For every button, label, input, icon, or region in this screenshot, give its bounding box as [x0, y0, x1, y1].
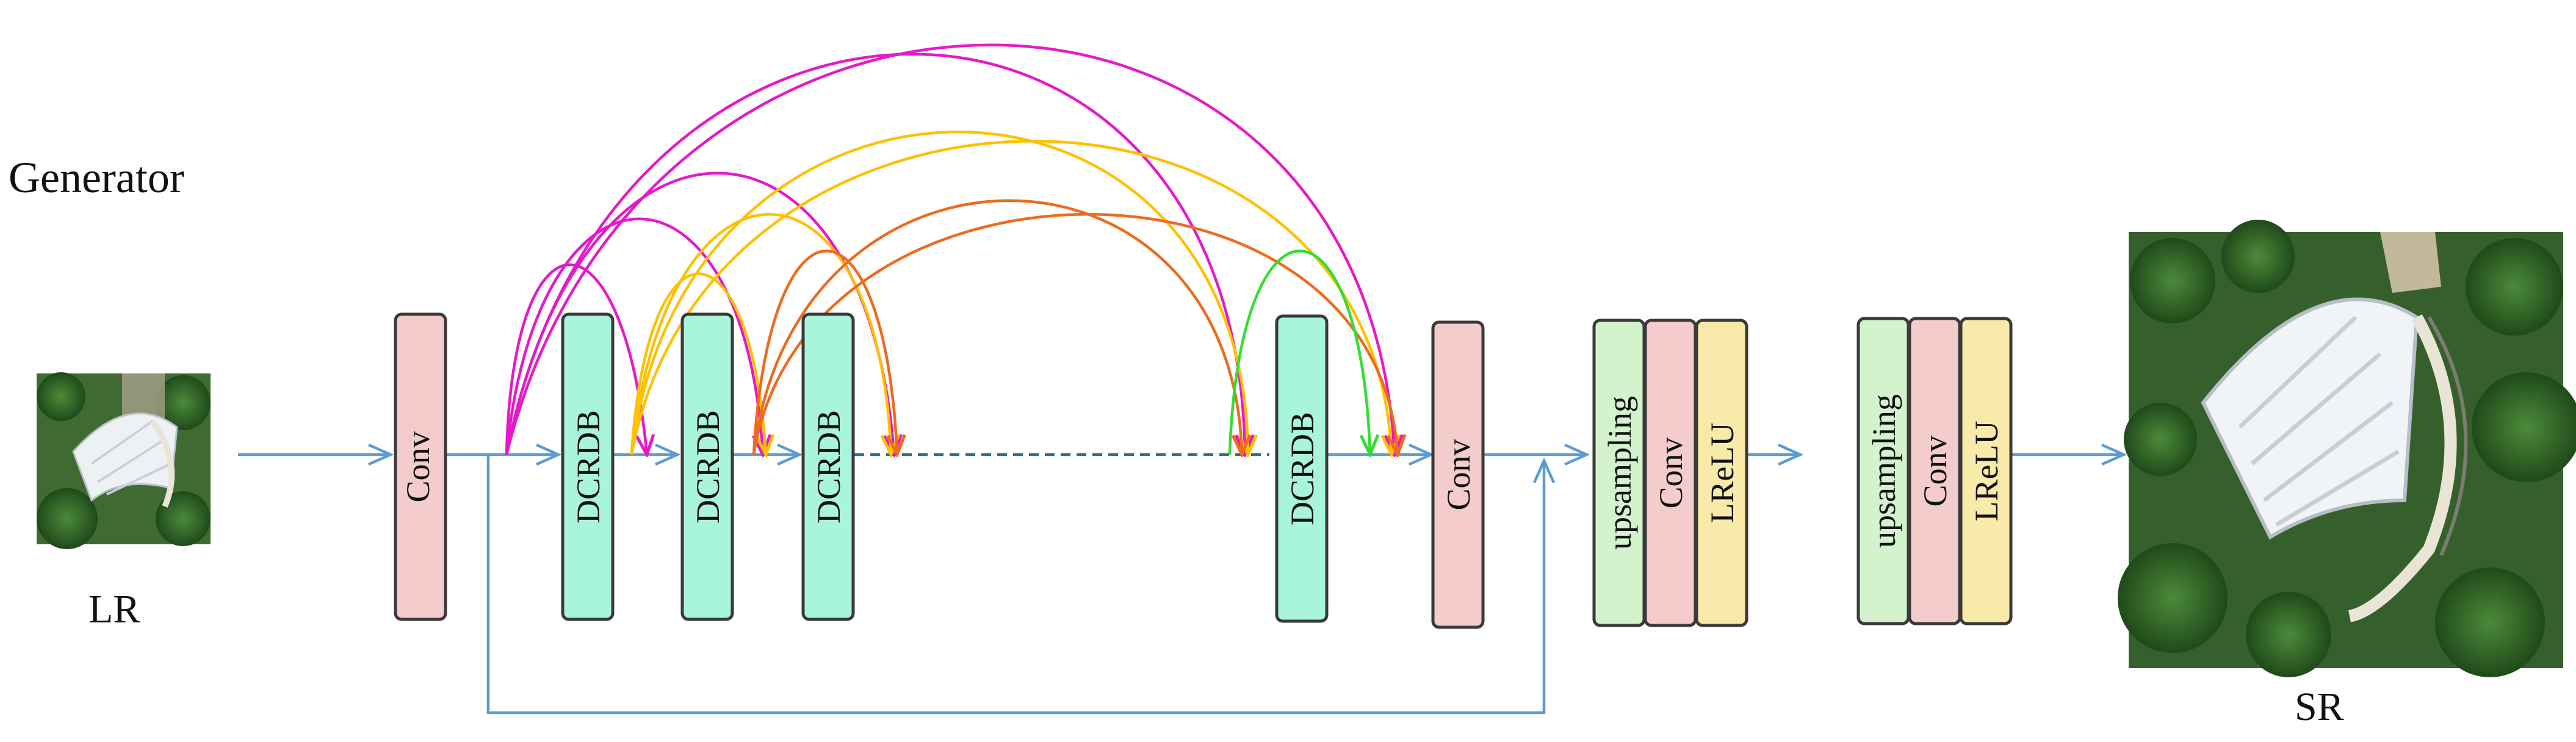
- svg-text:Conv: Conv: [1653, 437, 1689, 508]
- upsampling-stage-1: upsampling Conv LReLU: [1592, 319, 1748, 627]
- svg-text:DCRDB: DCRDB: [570, 410, 607, 524]
- diagram-title: Generator: [9, 153, 184, 202]
- svg-text:Conv: Conv: [1917, 435, 1954, 506]
- conv-mid-block: Conv: [1431, 320, 1485, 629]
- dcrdb-block-2: DCRDB: [680, 312, 734, 621]
- svg-text:DCRDB: DCRDB: [810, 410, 847, 524]
- dcrdb-block-1: DCRDB: [561, 312, 615, 621]
- svg-text:DCRDB: DCRDB: [690, 410, 726, 524]
- main-flow-arrows: [238, 455, 2124, 715]
- svg-text:LReLU: LReLU: [1968, 421, 2005, 522]
- sr-output-image: [2118, 220, 2576, 677]
- upsampling-stage-2: upsampling Conv LReLU: [1856, 317, 2013, 625]
- svg-text:Conv: Conv: [1440, 439, 1477, 510]
- svg-text:Conv: Conv: [400, 431, 436, 502]
- dense-skip-arcs: [505, 43, 1398, 455]
- sr-label: SR: [2295, 685, 2344, 729]
- svg-text:upsampling: upsampling: [1601, 396, 1638, 550]
- svg-text:DCRDB: DCRDB: [1284, 412, 1321, 525]
- lr-label: LR: [88, 587, 140, 632]
- dcrdb-block-n: DCRDB: [1275, 314, 1329, 623]
- lr-input-image: [37, 372, 211, 549]
- svg-text:LReLU: LReLU: [1704, 423, 1741, 524]
- svg-text:upsampling: upsampling: [1866, 394, 1902, 548]
- conv-input-block: Conv: [394, 312, 447, 621]
- dcrdb-block-3: DCRDB: [801, 312, 855, 621]
